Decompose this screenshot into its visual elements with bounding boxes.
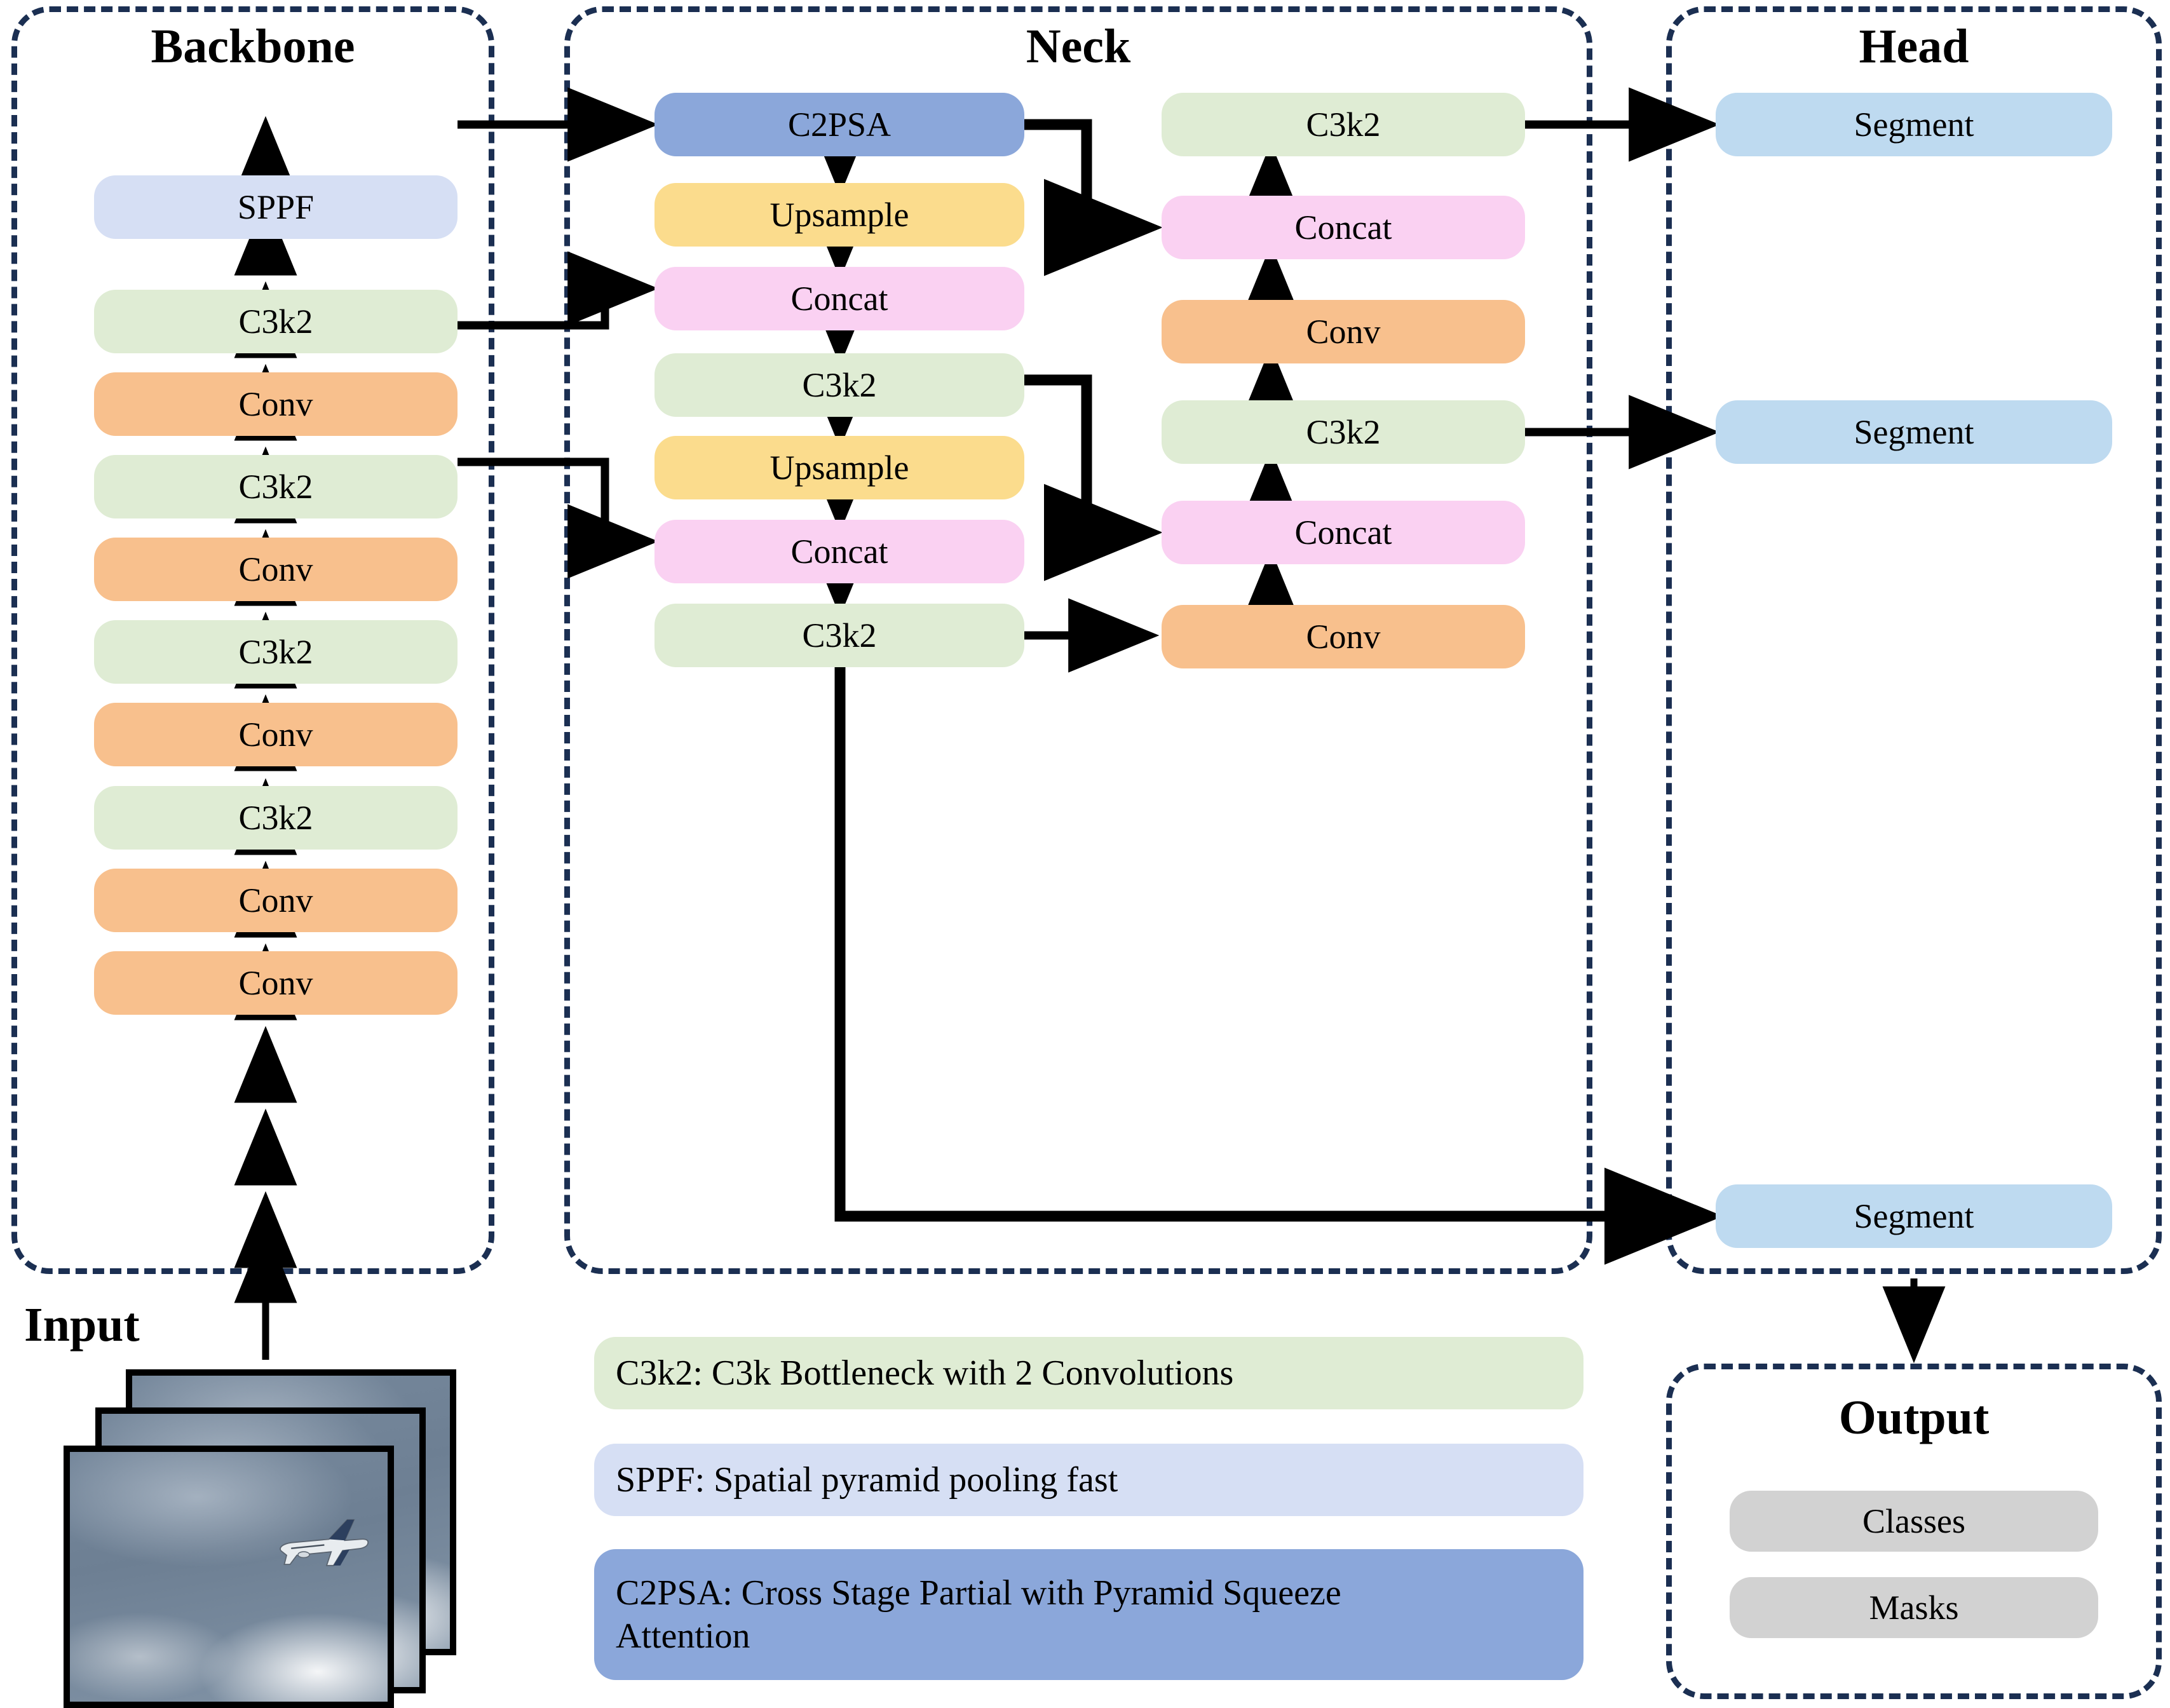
neck-block-concat-1: Concat [654,267,1024,330]
legend-item-c2psa: C2PSA: Cross Stage Partial with Pyramid … [594,1549,1583,1680]
backbone-block-c3k2-3: C3k2 [94,620,458,684]
sky-background [70,1452,388,1702]
backbone-block-conv-2: Conv [94,538,458,601]
block-label: Conv [1306,618,1381,656]
backbone-block-conv-3: Conv [94,703,458,766]
backbone-title: Backbone [151,20,355,73]
block-label: Segment [1854,105,1974,144]
backbone-block-c3k2-2: C3k2 [94,455,458,518]
block-label: Concat [790,532,888,571]
neck-block-c3k2-2: C3k2 [654,604,1024,667]
block-label: Conv [238,550,313,588]
head-panel [1666,6,2162,1274]
neck-block-upsample-2: Upsample [654,436,1024,499]
neck-panel [564,6,1592,1274]
block-label: Classes [1862,1502,1965,1540]
block-label: Segment [1854,1197,1974,1235]
block-label: C2PSA [787,105,892,144]
neck-block-concat-4: Concat [1162,501,1525,564]
legend-label: SPPF: Spatial pyramid pooling fast [616,1460,1118,1500]
backbone-block-conv-4: Conv [94,869,458,932]
block-label: Conv [1306,313,1381,351]
airplane-icon [280,1519,369,1566]
neck-block-c3k2-mid: C3k2 [1162,400,1525,464]
block-label: Concat [1294,208,1392,247]
neck-block-conv-bottom: Conv [1162,605,1525,668]
block-label: C3k2 [238,468,313,506]
head-block-segment-3: Segment [1716,1184,2112,1248]
block-label: SPPF [237,188,315,226]
backbone-block-conv-5: Conv [94,951,458,1015]
head-block-segment-1: Segment [1716,93,2112,156]
block-label: C3k2 [802,366,877,404]
block-label: C3k2 [238,633,313,671]
block-label: Concat [1294,513,1392,552]
output-block-classes: Classes [1730,1491,2098,1552]
block-label: Segment [1854,413,1974,451]
neck-block-conv-top: Conv [1162,300,1525,363]
block-label: Conv [238,385,313,423]
input-image-front [64,1446,394,1708]
legend-item-c3k2: C3k2: C3k Bottleneck with 2 Convolutions [594,1337,1583,1409]
block-label: C3k2 [1306,105,1381,144]
neck-block-concat-3: Concat [1162,196,1525,259]
neck-block-c3k2-1: C3k2 [654,353,1024,417]
legend-item-sppf: SPPF: Spatial pyramid pooling fast [594,1444,1583,1516]
output-panel [1666,1364,2162,1699]
backbone-block-conv-1: Conv [94,372,458,436]
block-label: C3k2 [238,302,313,341]
block-label: C3k2 [1306,413,1381,451]
block-label: Conv [238,715,313,754]
block-label: Upsample [770,449,909,487]
legend-label: C3k2: C3k Bottleneck with 2 Convolutions [616,1353,1234,1393]
output-title: Output [1838,1391,1990,1444]
neck-block-c3k2-top: C3k2 [1162,93,1525,156]
block-label: Masks [1869,1589,1959,1627]
head-block-segment-2: Segment [1716,400,2112,464]
backbone-block-c3k2-4: C3k2 [94,786,458,850]
neck-block-c2psa: C2PSA [654,93,1024,156]
neck-title: Neck [1026,20,1131,73]
legend-label: C2PSA: Cross Stage Partial with Pyramid … [616,1573,1341,1656]
head-title: Head [1859,20,1969,73]
block-label: Conv [238,964,313,1002]
block-label: Upsample [770,196,909,234]
backbone-block-sppf: SPPF [94,175,458,239]
block-label: Concat [790,280,888,318]
block-label: Conv [238,881,313,919]
backbone-block-c3k2-1: C3k2 [94,290,458,353]
block-label: C3k2 [238,799,313,837]
input-title: Input [24,1298,140,1352]
output-block-masks: Masks [1730,1577,2098,1638]
neck-block-concat-2: Concat [654,520,1024,583]
neck-block-upsample-1: Upsample [654,183,1024,247]
block-label: C3k2 [802,616,877,654]
